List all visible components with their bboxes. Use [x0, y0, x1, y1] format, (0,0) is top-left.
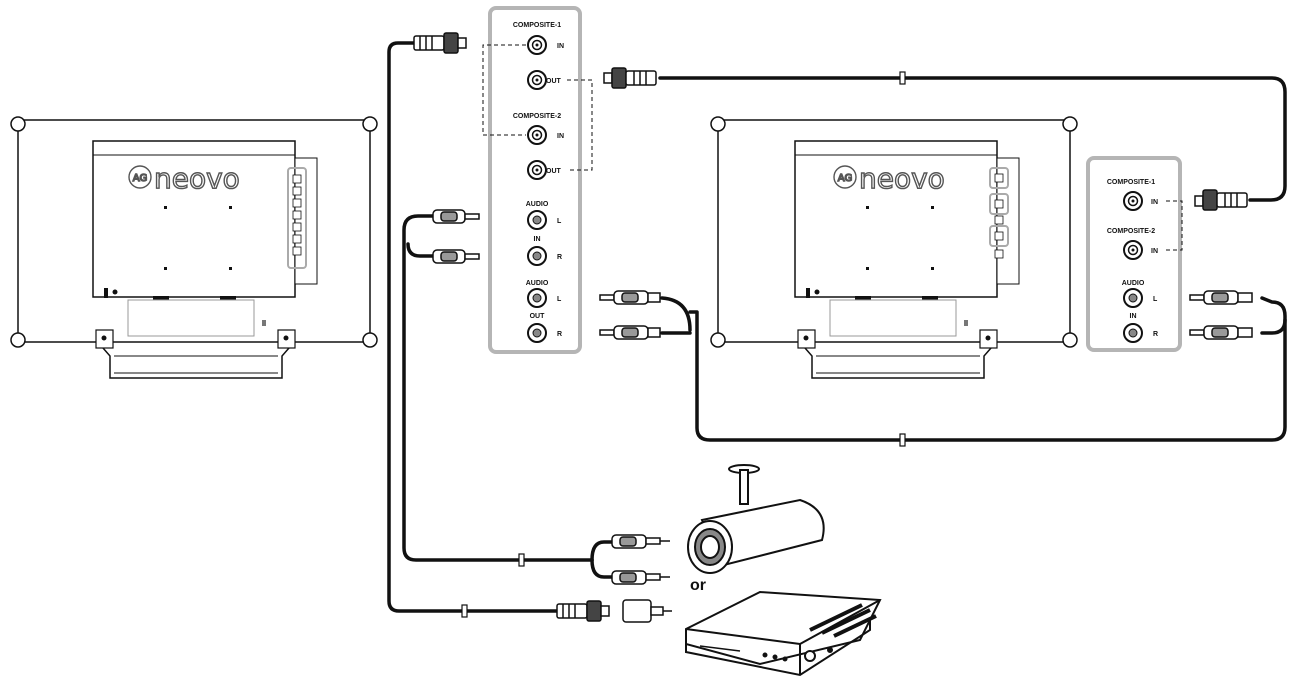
- bnc-cable-loop: [658, 76, 1287, 202]
- audio-in-left-jack: [527, 210, 547, 230]
- bnc-cable-source: [387, 41, 559, 613]
- audio-in-label-2: IN: [534, 236, 541, 243]
- bnc-plug-icon: [603, 67, 657, 89]
- cables: [387, 41, 1287, 613]
- composite2-in-label: IN: [557, 133, 564, 140]
- mount-hole-icon: [362, 332, 378, 348]
- composite2-out-jack: [527, 160, 547, 180]
- brand-badge: AG: [133, 173, 147, 184]
- bnc-plug-icon: [556, 600, 610, 622]
- audio-out-label-2: OUT: [530, 313, 546, 320]
- plugs: [413, 32, 1253, 623]
- rca-plug-icon: [611, 534, 670, 549]
- audio-cable-loop-l: [660, 296, 692, 332]
- composite2-in-jack: [527, 125, 547, 145]
- mount-hole-icon: [362, 116, 378, 132]
- rca-plug-icon: [1189, 325, 1253, 340]
- composite1-out-jack: [527, 70, 547, 90]
- cable-break-marks: [461, 71, 906, 618]
- audio-in-label: AUDIO: [526, 201, 549, 208]
- camera-icon: [687, 464, 825, 574]
- composite2-in-label: IN: [1151, 248, 1158, 255]
- mount-hole-icon: [1062, 116, 1078, 132]
- audio-out-r-label: R: [557, 331, 562, 338]
- rca-plug-icon: [432, 209, 480, 224]
- composite1-out-label: OUT: [546, 78, 562, 85]
- brand-badge: AG: [838, 173, 852, 184]
- rca-plug-icon: [432, 249, 480, 264]
- rca-plug-icon: [1189, 290, 1253, 305]
- audio-in-l-label: L: [557, 218, 562, 225]
- composite1-label: COMPOSITE-1: [1107, 179, 1155, 186]
- audio-in-right-jack: [527, 246, 547, 266]
- audio-in-label: AUDIO: [1122, 280, 1145, 287]
- brand-logo: neovo: [154, 162, 240, 195]
- audio-out-label: AUDIO: [526, 280, 549, 287]
- audio-in-left-jack: [1123, 288, 1143, 308]
- composite2-out-label: OUT: [546, 168, 562, 175]
- mount-hole-icon: [10, 332, 26, 348]
- mount-hole-icon: [1062, 332, 1078, 348]
- rca-plug-icon: [599, 290, 661, 305]
- right-connector-panel: COMPOSITE-1 IN COMPOSITE-2 IN AUDIO IN L…: [1086, 156, 1183, 352]
- brand-badge-icon: [833, 165, 857, 189]
- audio-cable-source-r: [406, 242, 435, 258]
- composite1-in-label: IN: [1151, 199, 1158, 206]
- composite2-label: COMPOSITE-2: [513, 113, 561, 120]
- mount-hole-icon: [10, 116, 26, 132]
- audio-in-r-label: R: [1153, 331, 1158, 338]
- audio-cable-source-l: [402, 214, 594, 562]
- audio-in-r-label: R: [557, 254, 562, 261]
- mount-hole-icon: [710, 116, 726, 132]
- brand-badge-icon: [128, 165, 152, 189]
- audio-in-label-2: IN: [1130, 313, 1137, 320]
- rca-jack-adapter-icon: [622, 599, 672, 623]
- rca-plug-icon: [611, 570, 670, 585]
- audio-in-right-jack: [1123, 323, 1143, 343]
- bnc-plug-icon: [413, 32, 467, 54]
- audio-out-l-label: L: [557, 296, 562, 303]
- composite1-label: COMPOSITE-1: [513, 22, 561, 29]
- audio-out-left-jack: [527, 288, 547, 308]
- dvd-player-icon: [685, 590, 882, 677]
- rca-plug-icon: [599, 325, 661, 340]
- audio-cable-loop-main: [688, 296, 1287, 442]
- composite2-in-jack: [1123, 240, 1143, 260]
- composite1-in-jack: [527, 35, 547, 55]
- left-connector-panel: COMPOSITE-1 IN OUT COMPOSITE-2 IN OUT AU…: [482, 6, 593, 354]
- audio-in-l-label: L: [1153, 296, 1158, 303]
- brand-logo: neovo: [859, 162, 945, 195]
- composite1-in-label: IN: [557, 43, 564, 50]
- bnc-plug-icon: [1194, 189, 1248, 211]
- right-monitor: AG neovo: [710, 116, 1078, 379]
- composite2-label: COMPOSITE-2: [1107, 228, 1155, 235]
- mount-hole-icon: [710, 332, 726, 348]
- composite1-in-jack: [1123, 191, 1143, 211]
- left-monitor: AG neovo: [10, 116, 378, 379]
- or-label: or: [690, 577, 706, 594]
- audio-out-right-jack: [527, 323, 547, 343]
